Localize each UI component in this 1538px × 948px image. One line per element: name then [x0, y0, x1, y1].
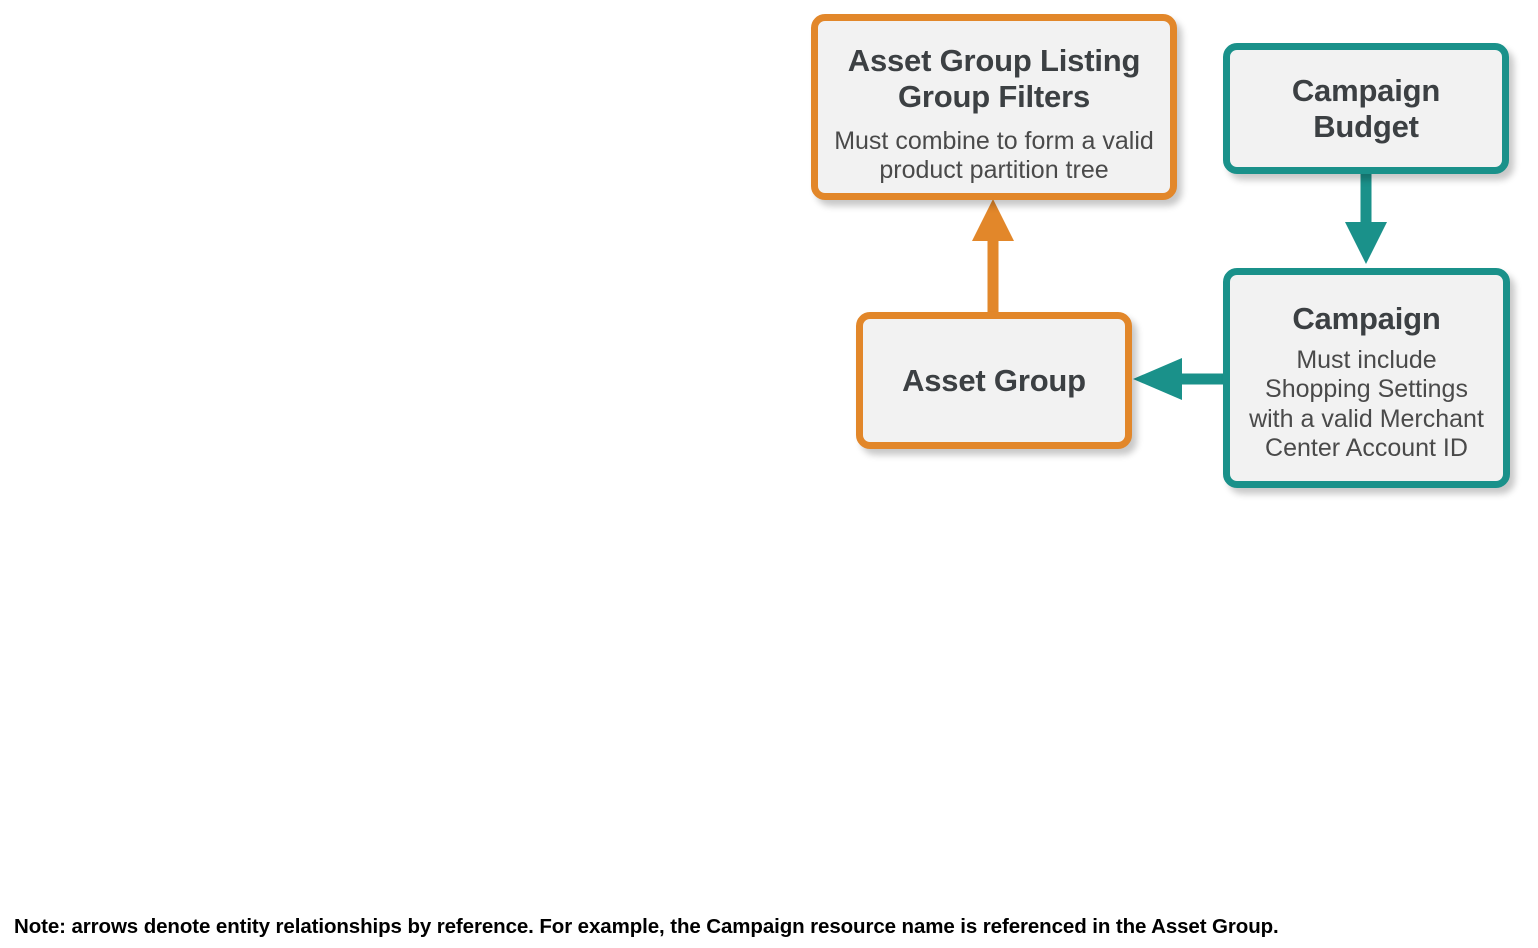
edge-campaign-to-asset-group — [1133, 358, 1226, 400]
node-title: Campaign Budget — [1291, 72, 1441, 144]
node-asset-group-listing-group-filters[interactable]: Asset Group Listing Group Filters Must c… — [811, 14, 1177, 200]
node-title: Asset Group Listing Group Filters — [847, 43, 1141, 114]
node-asset-group[interactable]: Asset Group — [856, 312, 1132, 449]
node-subtitle: Must combine to form a valid product par… — [834, 126, 1154, 185]
node-title: Campaign — [1292, 301, 1441, 336]
diagram-note: Note: arrows denote entity relationships… — [14, 915, 1279, 938]
edge-asset-group-to-listing-group-filters — [972, 199, 1014, 316]
edge-campaign-budget-to-campaign — [1345, 171, 1387, 264]
node-title: Asset Group — [902, 362, 1086, 398]
node-subtitle: Must include Shopping Settings with a va… — [1249, 345, 1484, 463]
node-campaign-budget[interactable]: Campaign Budget — [1223, 43, 1509, 174]
node-campaign[interactable]: Campaign Must include Shopping Settings … — [1223, 268, 1510, 488]
